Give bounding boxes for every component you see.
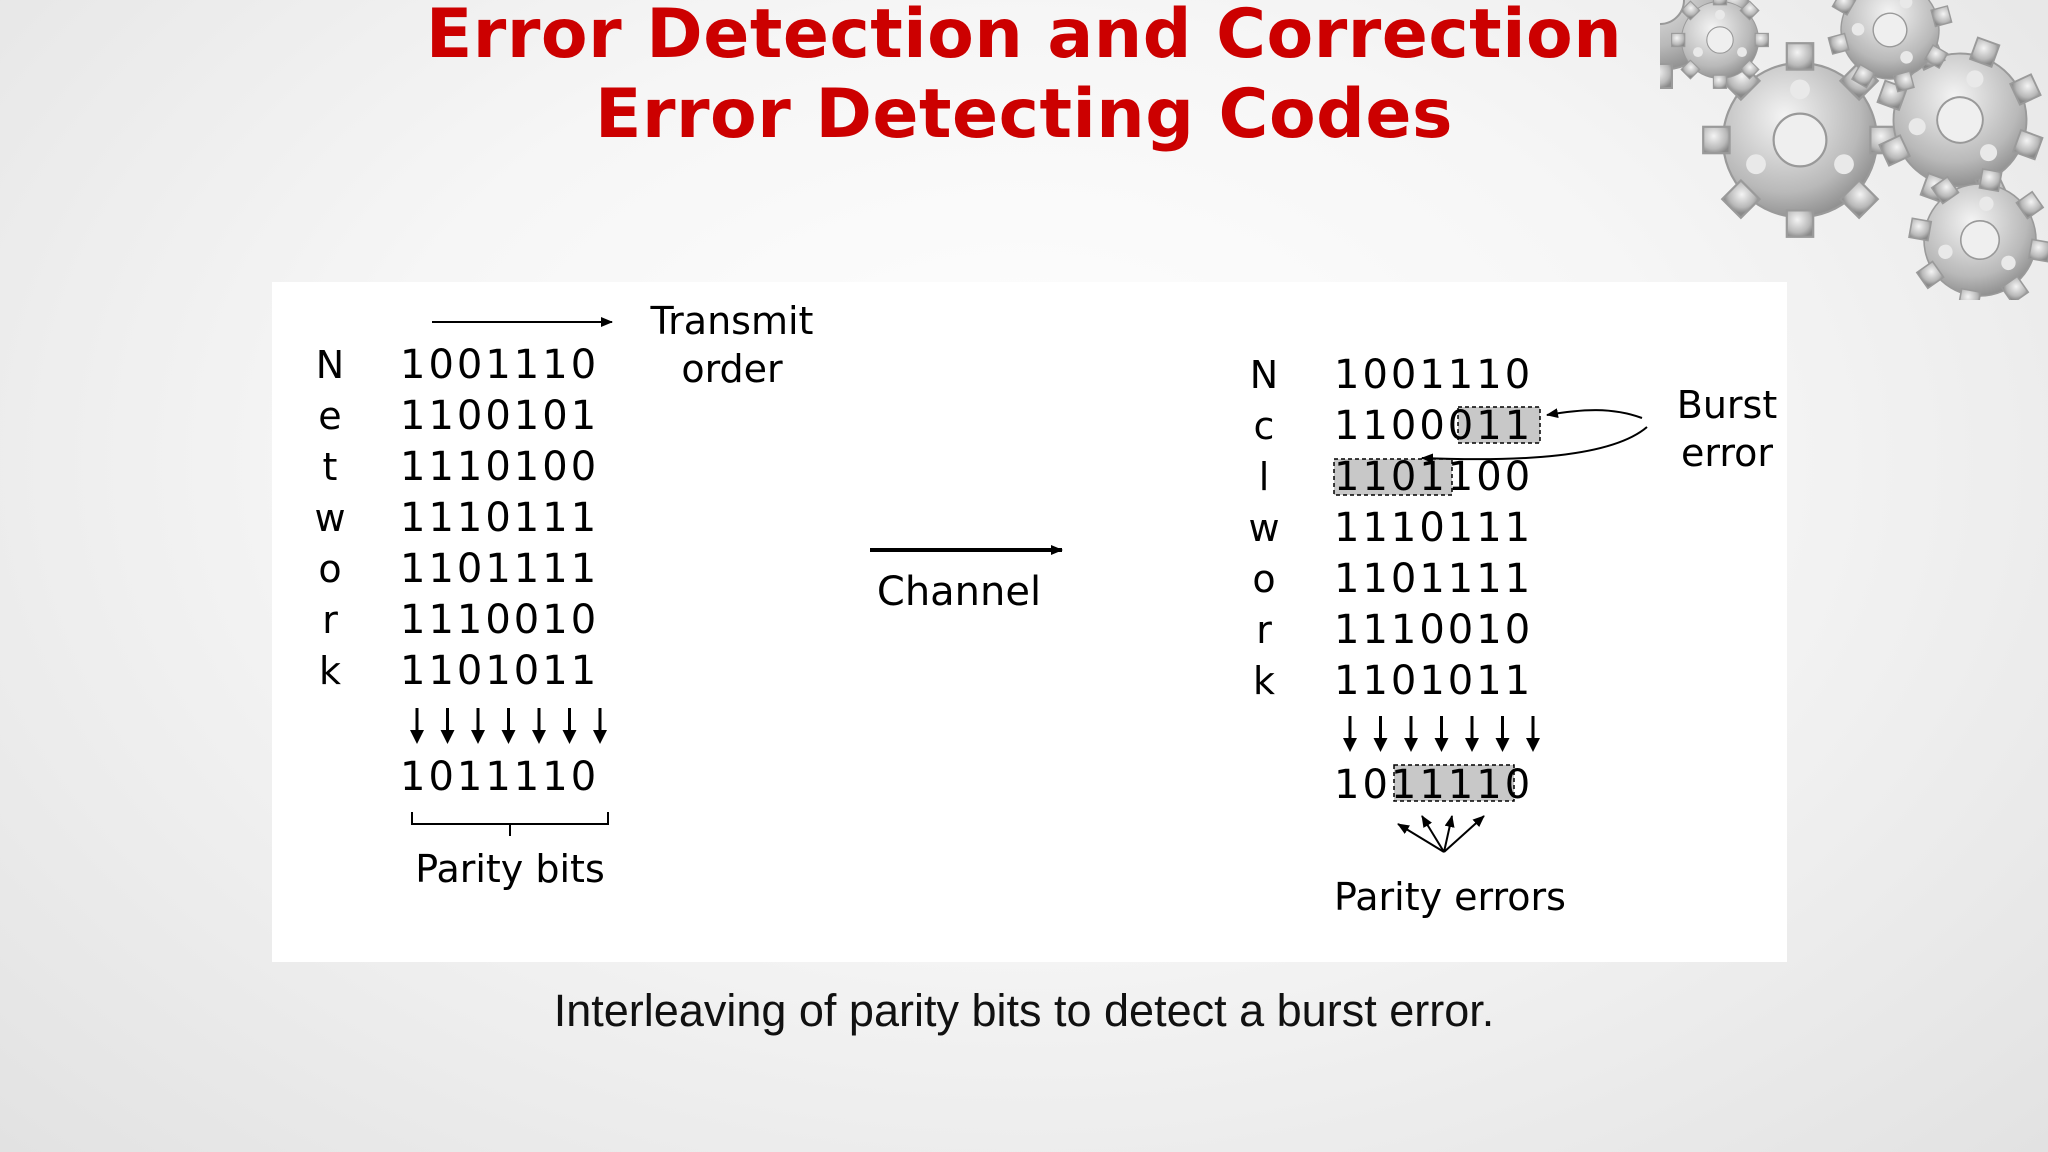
down-arrowhead-icon [1495, 738, 1510, 752]
slide-title-line2: Error Detecting Codes [595, 75, 1453, 154]
left-parity-code: 1011110 [400, 754, 599, 800]
letter: w [1248, 506, 1279, 550]
down-arrowhead-icon [1526, 738, 1540, 752]
transmit-label-line2: order [681, 347, 783, 391]
slide-title-line1: Error Detection and Correction [425, 0, 1623, 74]
code-row: 1101011 [1334, 658, 1533, 704]
letter: r [1256, 608, 1272, 652]
channel-label: Channel [877, 569, 1041, 615]
down-arrowhead-icon [562, 730, 577, 744]
down-arrowhead-icon [501, 730, 516, 744]
code-row: 1100011 [1334, 403, 1533, 449]
code-row: 1100101 [400, 393, 599, 439]
burst-error-arrows [1421, 408, 1648, 464]
slide-caption: Interleaving of parity bits to detect a … [553, 985, 1495, 1036]
diagram-panel: N e t w o r k 1001110 1100101 1110100 11… [272, 282, 1787, 962]
right-letters: N c l w o r k [1248, 353, 1279, 703]
parity-error-arrows [1397, 815, 1485, 853]
parity-brace [411, 812, 609, 836]
right-down-arrows [1343, 716, 1540, 752]
code-row: 1101100 [1334, 454, 1533, 500]
code-row: 1110100 [400, 444, 599, 490]
letter: N [316, 343, 344, 387]
letter: w [314, 496, 345, 540]
burst-label-line2: error [1681, 431, 1773, 475]
left-down-arrows [410, 708, 607, 744]
down-arrowhead-icon [410, 730, 424, 744]
gears-decoration-icon [1660, 0, 2048, 300]
code-row: 1101111 [400, 546, 599, 592]
down-arrowhead-icon [1404, 738, 1418, 752]
letter: l [1259, 455, 1270, 499]
code-row: 1110111 [1334, 505, 1533, 551]
down-arrowhead-icon [440, 730, 455, 744]
code-row: 1101011 [400, 648, 599, 694]
letter: o [1252, 557, 1275, 601]
transmit-label-line1: Transmit [650, 299, 814, 343]
burst-highlight-row2 [1457, 406, 1541, 444]
down-arrowhead-icon [1434, 738, 1449, 752]
right-parity-code: 1011110 [1334, 762, 1533, 808]
left-codes: 1001110 1100101 1110100 1110111 1101111 … [400, 342, 599, 694]
letter: k [319, 649, 341, 693]
down-arrowhead-icon [1465, 738, 1479, 752]
letter: c [1254, 404, 1275, 448]
letter: t [323, 445, 338, 489]
letter: r [322, 598, 338, 642]
left-letters: N e t w o r k [314, 343, 345, 693]
letter: e [318, 394, 341, 438]
code-row: 1110111 [400, 495, 599, 541]
right-codes: 1001110 1100011 1101100 1110111 1101111 … [1334, 352, 1533, 704]
down-arrowhead-icon [532, 730, 546, 744]
letter: o [318, 547, 341, 591]
letter: k [1253, 659, 1275, 703]
parity-errors-label: Parity errors [1334, 875, 1566, 919]
down-arrowhead-icon [471, 730, 485, 744]
burst-highlight-row3 [1333, 458, 1453, 496]
burst-label-line1: Burst [1677, 383, 1777, 427]
code-row: 1001110 [400, 342, 599, 388]
code-row: 1110010 [1334, 607, 1533, 653]
letter: N [1250, 353, 1278, 397]
parity-bits-label: Parity bits [415, 847, 605, 891]
down-arrowhead-icon [1343, 738, 1357, 752]
parity-errors-highlight [1393, 764, 1515, 802]
interleaving-diagram: N e t w o r k 1001110 1100101 1110100 11… [314, 299, 1777, 919]
code-row: 1101111 [1334, 556, 1533, 602]
down-arrowhead-icon [1373, 738, 1388, 752]
code-row: 1001110 [1334, 352, 1533, 398]
code-row: 1110010 [400, 597, 599, 643]
down-arrowhead-icon [593, 730, 607, 744]
